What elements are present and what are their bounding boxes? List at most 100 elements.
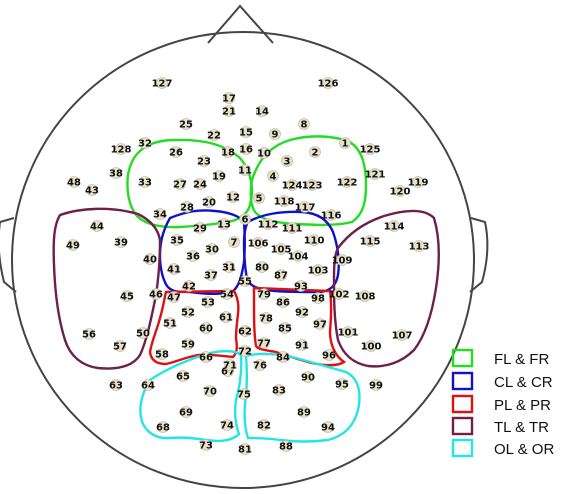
electrode-101: 101 (338, 326, 358, 339)
electrode-dot (208, 129, 220, 141)
electrode-dot (323, 349, 335, 361)
electrode-dot (202, 296, 214, 308)
region-or (243, 352, 361, 443)
electrode-28: 28 (180, 201, 194, 214)
electrode-label: 53 (201, 298, 215, 309)
electrode-47: 47 (167, 291, 181, 304)
electrode-117: 117 (295, 201, 315, 214)
electrode-label: 92 (295, 308, 309, 319)
electrode-1: 1 (339, 137, 351, 150)
electrode-11: 11 (238, 164, 252, 177)
electrode-9: 9 (269, 128, 281, 141)
electrode-label: 59 (181, 340, 195, 351)
electrode-14: 14 (255, 105, 269, 118)
electrode-label: 90 (301, 373, 315, 384)
electrode-113: 113 (409, 240, 429, 253)
electrode-label: 40 (143, 255, 157, 266)
electrode-dot (312, 264, 324, 276)
electrode-107: 107 (392, 329, 412, 342)
electrode-label: 37 (204, 271, 218, 282)
electrode-label: 18 (221, 148, 235, 159)
electrode-label: 76 (253, 361, 267, 372)
electrode-label: 126 (318, 79, 339, 90)
electrode-121: 121 (365, 168, 385, 181)
electrode-label: 27 (173, 180, 187, 191)
electrode-17: 17 (222, 92, 236, 105)
electrode-6: 6 (239, 213, 251, 226)
electrode-label: 111 (282, 224, 303, 235)
electrode-label: 62 (238, 327, 252, 338)
electrode-65: 65 (176, 370, 190, 383)
electrode-dot (273, 384, 285, 396)
electrode-94: 94 (321, 421, 335, 434)
electrode-43: 43 (85, 184, 99, 197)
electrode-15: 15 (239, 126, 253, 139)
electrode-dot (239, 345, 251, 357)
electrode-59: 59 (181, 338, 195, 351)
electrode-110: 110 (304, 234, 324, 247)
electrode-dot (339, 137, 351, 149)
electrode-dot (252, 237, 264, 249)
electrode-label: 7 (231, 238, 238, 249)
electrode-122: 122 (337, 176, 357, 189)
electrode-label: 8 (301, 120, 308, 131)
electrode-5: 5 (253, 192, 265, 205)
electrode-label: 103 (308, 266, 329, 277)
electrode-25: 25 (179, 118, 193, 131)
electrode-label: 97 (313, 320, 327, 331)
electrode-dot (220, 311, 232, 323)
legend-swatch-occipital (451, 438, 474, 458)
electrode-27: 27 (173, 178, 187, 191)
legend-swatch-frontal (451, 348, 474, 368)
electrode-49: 49 (66, 239, 80, 252)
electrode-dot (281, 155, 293, 167)
electrode-81: 81 (238, 443, 252, 456)
electrode-dot (258, 419, 270, 431)
electrode-26: 26 (169, 146, 183, 159)
electrode-dot (239, 325, 251, 337)
electrode-87: 87 (274, 269, 288, 282)
region-cr (242, 210, 340, 294)
electrode-116: 116 (321, 209, 342, 222)
electrode-100: 100 (361, 340, 382, 353)
electrode-91: 91 (295, 339, 309, 352)
electrode-label: 116 (321, 211, 342, 222)
electrode-dot (213, 170, 225, 182)
electrode-label: 15 (239, 128, 253, 139)
electrode-dot (258, 337, 270, 349)
electrode-label: 50 (136, 329, 150, 340)
electrode-dot (364, 235, 376, 247)
electrode-label: 31 (222, 263, 236, 274)
electrode-54: 54 (220, 288, 234, 301)
electrode-label: 64 (141, 381, 155, 392)
electrode-dot (182, 338, 194, 350)
electrode-label: 82 (257, 421, 271, 432)
electrode-dot (256, 261, 268, 273)
electrode-label: 9 (272, 130, 279, 141)
electrode-84: 84 (276, 351, 290, 364)
electrode-dot (115, 143, 127, 155)
electrode-42: 42 (182, 280, 196, 293)
electrode-57: 57 (113, 340, 127, 353)
electrode-label: 105 (271, 245, 292, 256)
electrode-dot (369, 168, 381, 180)
region-pl (148, 289, 240, 366)
electrode-label: 85 (278, 324, 292, 335)
electrode-label: 33 (138, 178, 152, 189)
electrode-label: 6 (242, 215, 249, 226)
electrode-80: 80 (255, 261, 269, 274)
electrode-dot (156, 77, 168, 89)
electrode-dot (137, 327, 149, 339)
electrode-label: 11 (238, 166, 252, 177)
electrode-label: 58 (155, 350, 169, 361)
electrode-dot (342, 326, 354, 338)
electrode-dot (228, 236, 240, 248)
electrode-dot (221, 288, 233, 300)
electrode-106: 106 (248, 237, 268, 250)
electrode-label: 94 (321, 423, 335, 434)
electrode-label: 100 (361, 342, 382, 353)
electrode-108: 108 (355, 290, 375, 303)
electrode-dot (67, 239, 79, 251)
electrode-12: 12 (226, 191, 240, 204)
legend-label-temporal: TL & TR (494, 419, 549, 436)
